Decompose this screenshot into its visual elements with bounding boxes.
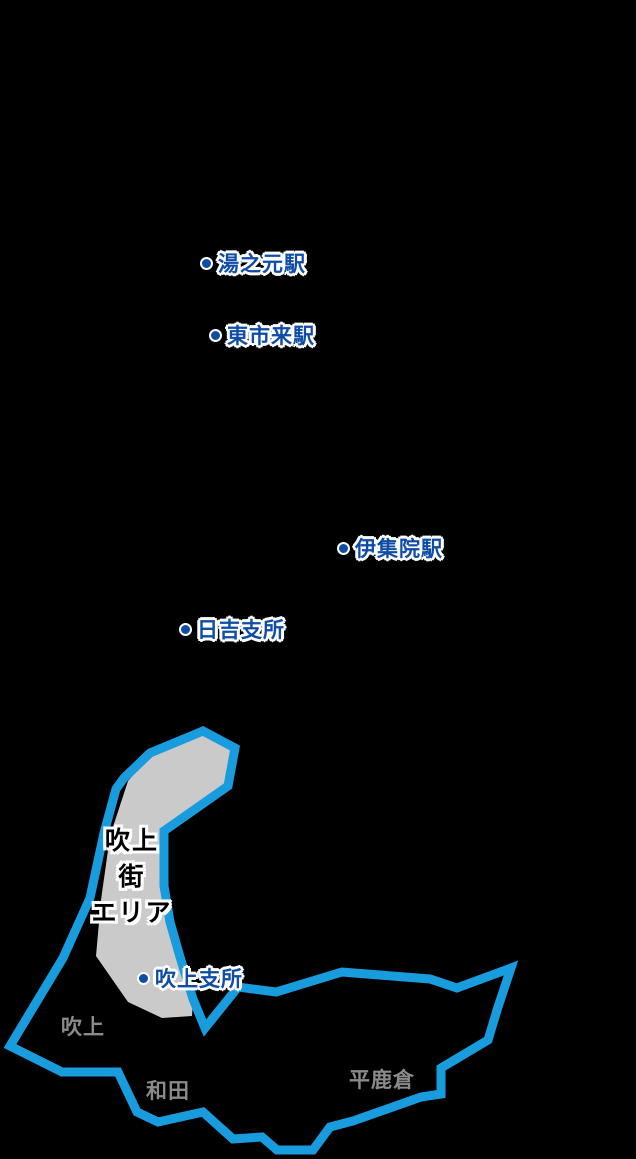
service-area-boundary-line	[3, 726, 519, 1155]
station-dot-icon	[209, 328, 222, 342]
marker-higashi-ichiki-station: 東市来駅	[209, 320, 315, 350]
marker-label: 伊集院駅	[355, 538, 443, 561]
office-dot-icon	[179, 622, 192, 636]
marker-hiyoshi-branch-office: 日吉支所	[179, 614, 285, 644]
marker-label: 東市来駅	[227, 325, 315, 348]
district-label-fukiage: 吹上	[61, 1016, 105, 1039]
area-label-line3: エリア	[91, 899, 173, 927]
station-dot-icon	[337, 541, 350, 555]
marker-label: 日吉支所	[197, 619, 285, 642]
fukiage-machi-area-label: 吹上 街 エリア	[72, 823, 192, 931]
marker-ijuin-station: 伊集院駅	[337, 533, 443, 563]
marker-label: 吹上支所	[155, 968, 243, 991]
office-dot-icon	[137, 971, 150, 985]
marker-yunomoto-station: 湯之元駅	[200, 248, 306, 278]
marker-label: 湯之元駅	[218, 253, 306, 276]
district-label-wada: 和田	[146, 1080, 190, 1103]
marker-fukiage-branch-office: 吹上支所	[137, 963, 243, 993]
area-label-line1: 吹上	[104, 827, 159, 855]
district-label-hirakakura: 平鹿倉	[349, 1069, 415, 1092]
area-label-line2: 街	[118, 863, 146, 891]
station-dot-icon	[200, 256, 213, 270]
